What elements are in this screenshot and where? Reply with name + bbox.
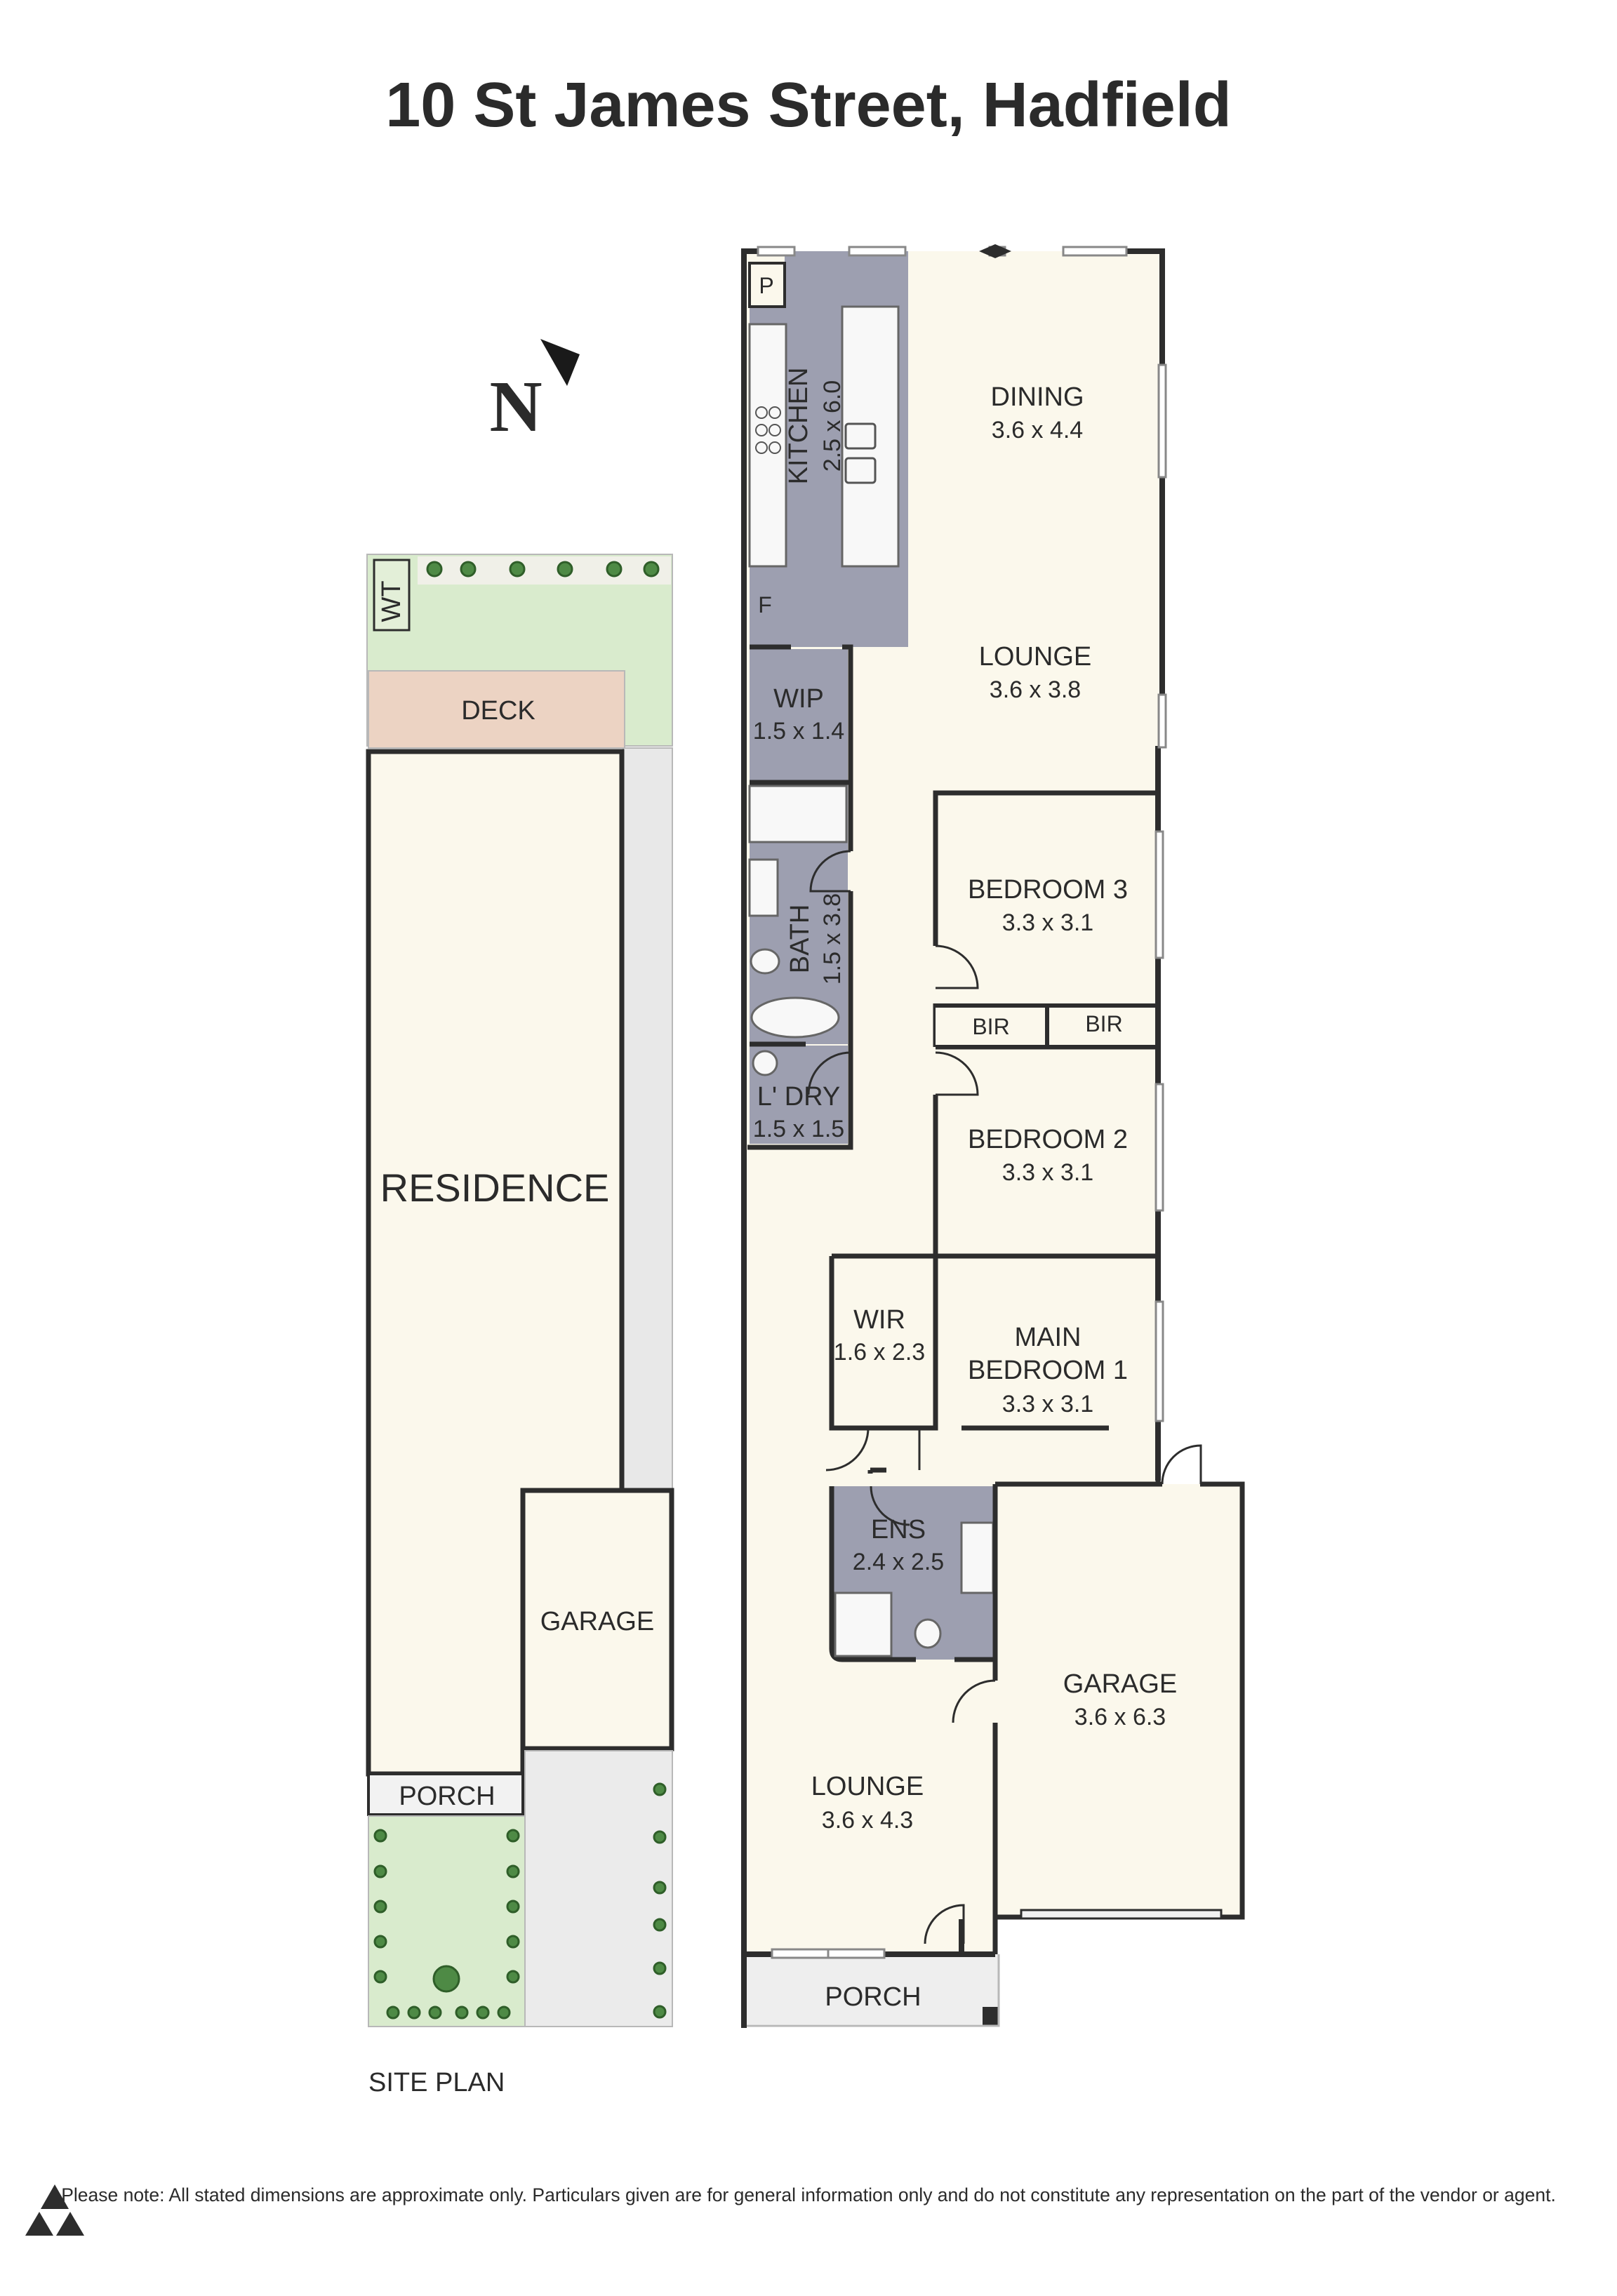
toilet-icon xyxy=(750,948,780,975)
site-garage-label: GARAGE xyxy=(540,1607,655,1636)
site-porch-label: PORCH xyxy=(399,1782,495,1811)
site-plan: WT DECK RESIDENCE GARAGE PORCH xyxy=(366,554,674,2097)
pantry-box xyxy=(748,262,786,308)
shower-icon xyxy=(748,785,848,843)
bath-label: BATH xyxy=(785,905,815,974)
ensuite-label: ENS xyxy=(871,1515,926,1544)
site-wt-label: WT xyxy=(377,580,406,622)
site-shrub-strip xyxy=(418,556,671,585)
sink-icon xyxy=(844,422,877,484)
laundry-label: L' DRY xyxy=(757,1082,841,1112)
north-arrow-icon: N xyxy=(489,339,580,447)
disclaimer-text: Please note: All stated dimensions are a… xyxy=(61,2184,1556,2205)
site-driveway xyxy=(524,1750,673,2027)
garage-door[interactable] xyxy=(1020,1909,1223,1920)
porch-area xyxy=(746,1954,999,2024)
kitchen-label: KITCHEN xyxy=(784,368,813,485)
site-shrub-row xyxy=(426,561,660,578)
page-title: 10 St James Street, Hadfield xyxy=(385,70,1232,140)
dining-dims: 3.6 x 4.4 xyxy=(992,417,1083,443)
site-side-path xyxy=(623,747,673,1493)
north-label: N xyxy=(489,366,542,447)
kitchen-dims: 2.5 x 6.0 xyxy=(819,380,846,472)
wir-label: WIR xyxy=(853,1305,905,1335)
lounge-lower-dims: 3.6 x 4.3 xyxy=(822,1807,913,1834)
porch-post xyxy=(983,2007,998,2026)
slider-arrow-right-icon xyxy=(995,244,1011,258)
kitchen-island xyxy=(841,305,900,568)
wip-label: WIP xyxy=(773,684,824,714)
garage-dims: 3.6 x 6.3 xyxy=(1074,1704,1166,1730)
ensuite-dims: 2.4 x 2.5 xyxy=(853,1549,944,1575)
lounge-upper-dims: 3.6 x 3.8 xyxy=(990,676,1081,703)
bedroom3-dims: 3.3 x 3.1 xyxy=(1002,909,1093,936)
ensuite-shower-icon xyxy=(834,1591,893,1657)
basin-icon xyxy=(748,858,779,917)
ensuite-basin-icon xyxy=(960,1521,994,1594)
slider-arrow-left-icon xyxy=(979,244,995,258)
site-water-tank xyxy=(373,559,411,632)
door-swings xyxy=(807,850,1202,1944)
bir-left-label: BIR xyxy=(972,1014,1009,1039)
cooktop-icon xyxy=(755,406,781,454)
bir-right-label: BIR xyxy=(1085,1011,1122,1036)
lounge-lower-label: LOUNGE xyxy=(811,1772,924,1801)
site-porch xyxy=(367,1773,524,1816)
site-front-yard xyxy=(368,1815,526,2027)
bedroom2-dims: 3.3 x 3.1 xyxy=(1002,1159,1093,1186)
pantry-label: P xyxy=(759,273,773,298)
site-garage xyxy=(520,1488,674,1751)
site-deck xyxy=(368,670,625,749)
main-bedroom-label-line2: BEDROOM 1 xyxy=(968,1356,1128,1385)
laundry-tub-icon xyxy=(752,1050,778,1076)
interior-walls xyxy=(747,644,1161,1484)
bir-walls xyxy=(936,1003,1161,1049)
site-deck-label: DECK xyxy=(461,696,535,726)
porch-edge xyxy=(746,1954,1000,2027)
garage-label: GARAGE xyxy=(1063,1669,1178,1699)
floor-plan: P F KITCHEN 2.5 x 6.0 WIP 1.5 x 1.4 BATH… xyxy=(741,244,1245,2028)
lounge-upper-label: LOUNGE xyxy=(979,642,1091,672)
porch-label: PORCH xyxy=(825,1982,921,2012)
site-driveway-shrubs xyxy=(653,1782,667,2019)
garage-walls xyxy=(992,1481,1245,1954)
site-front-shrubs xyxy=(373,1829,520,2020)
garage-room xyxy=(995,1484,1242,1917)
site-plan-caption: SITE PLAN xyxy=(368,2068,505,2097)
dining-label: DINING xyxy=(991,382,1084,412)
fridge-label: F xyxy=(758,592,772,618)
brand-logo-icon xyxy=(25,2184,84,2236)
main-bedroom-dims: 3.3 x 3.1 xyxy=(1002,1391,1093,1417)
wip-dims: 1.5 x 1.4 xyxy=(753,718,844,745)
bathtub-icon xyxy=(750,996,840,1039)
wir-dims: 1.6 x 2.3 xyxy=(834,1339,925,1366)
main-bedroom-label-line1: MAIN xyxy=(1015,1323,1082,1352)
ensuite-toilet-icon xyxy=(914,1618,942,1649)
bedroom3-label: BEDROOM 3 xyxy=(968,875,1128,905)
bath-dims: 1.5 x 3.8 xyxy=(819,893,846,985)
bedroom2-label: BEDROOM 2 xyxy=(968,1125,1128,1154)
site-residence-label: RESIDENCE xyxy=(380,1166,610,1210)
laundry-dims: 1.5 x 1.5 xyxy=(753,1116,844,1142)
wip-room xyxy=(750,649,848,780)
